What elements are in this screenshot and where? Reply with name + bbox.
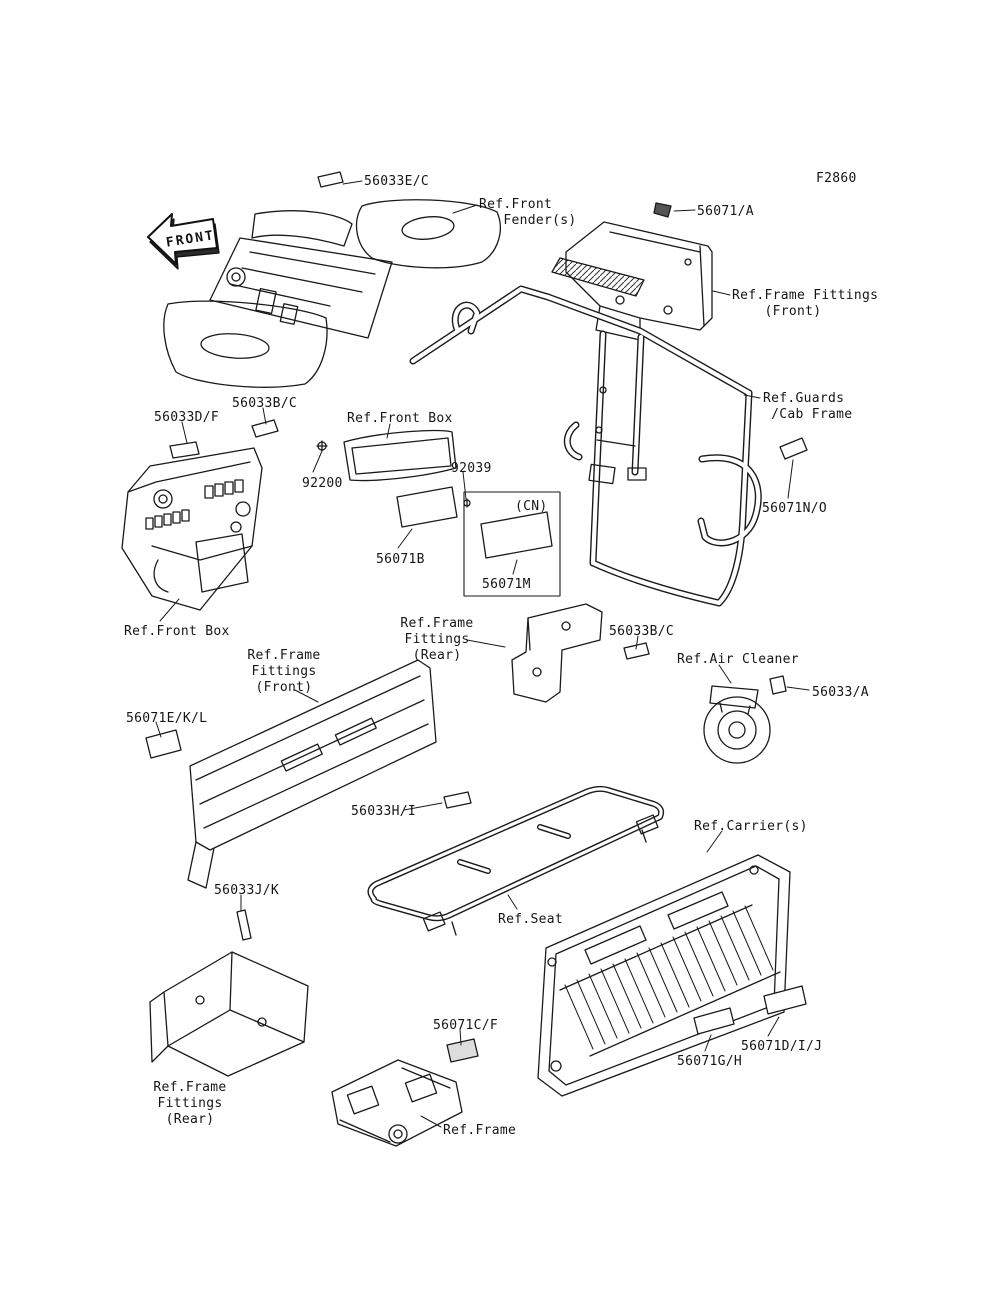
decal-56071ekl bbox=[145, 729, 182, 759]
decal-56071b bbox=[396, 486, 458, 528]
ref-guards-cab-frame-label: Ref.Guards /Cab Frame bbox=[763, 391, 853, 422]
decal-56033a bbox=[769, 675, 787, 695]
decal-56033bc-top bbox=[251, 419, 279, 438]
part-label-56071gh: 56071G/H bbox=[677, 1054, 743, 1069]
decal-56033ec bbox=[317, 171, 344, 188]
ref-air-cleaner-label: Ref.Air Cleaner bbox=[677, 652, 799, 667]
decal-56071m bbox=[480, 511, 553, 559]
part-label-56033bc-top: 56033B/C bbox=[232, 396, 298, 411]
decal-56033df bbox=[169, 441, 200, 459]
ref-frame-fittings-rear-bottom-label: Ref.Frame Fittings (Rear) bbox=[153, 1080, 227, 1127]
part-label-56033a: 56033/A bbox=[812, 685, 869, 700]
front-fender-drawing bbox=[163, 199, 501, 388]
part-label-92200: 92200 bbox=[302, 476, 343, 491]
glove-box-drawing bbox=[316, 429, 471, 508]
carrier-panel-drawing bbox=[537, 854, 791, 1097]
ref-front-box-left-label: Ref.Front Box bbox=[124, 624, 230, 639]
part-label-56071ekl: 56071E/K/L bbox=[126, 711, 208, 726]
decal-56033bc-mid bbox=[623, 642, 650, 660]
part-label-56033ec: 56033E/C bbox=[364, 174, 430, 189]
decal-chips bbox=[145, 171, 808, 1063]
part-label-56071b: 56071B bbox=[376, 552, 425, 567]
part-label-56071m: 56071M bbox=[482, 577, 531, 592]
ref-frame-fittings-front-mid-label: Ref.Frame Fittings (Front) bbox=[247, 648, 321, 695]
leader-lines bbox=[155, 180, 810, 1128]
decal-56071a bbox=[653, 202, 672, 218]
front-box-dash-drawing bbox=[121, 447, 263, 611]
frame-fittings-rear-bottom-drawing bbox=[149, 951, 309, 1077]
decal-56071gh bbox=[693, 1007, 735, 1035]
ref-front-box-top-label: Ref.Front Box bbox=[347, 411, 453, 426]
part-label-56033jk: 56033J/K bbox=[214, 883, 280, 898]
ref-carriers-label: Ref.Carrier(s) bbox=[694, 819, 808, 834]
ref-front-fender-label: Ref.Front Fender(s) bbox=[479, 197, 577, 228]
air-cleaner-drawing bbox=[703, 685, 771, 764]
ref-seat-label: Ref.Seat bbox=[498, 912, 564, 927]
part-label-56033df: 56033D/F bbox=[154, 410, 220, 425]
decal-56033jk bbox=[236, 909, 252, 941]
decal-56033hi bbox=[443, 791, 472, 809]
cab-frame-drawing bbox=[413, 289, 758, 603]
cn-variant-box bbox=[463, 491, 561, 597]
frame-fittings-rear-mid-drawing bbox=[511, 603, 603, 703]
ref-frame-fittings-rear-mid-label: Ref.Frame Fittings (Rear) bbox=[400, 616, 474, 663]
frame-fittings-front-top-drawing bbox=[551, 221, 713, 341]
cn-variant-label: (CN) bbox=[515, 499, 548, 514]
part-label-56033hi: 56033H/I bbox=[351, 804, 417, 819]
bed-side-panel-drawing bbox=[187, 659, 437, 889]
decal-56071cf bbox=[446, 1038, 479, 1063]
ref-frame-fittings-front-top-label: Ref.Frame Fittings (Front) bbox=[732, 288, 879, 319]
decal-56071no bbox=[779, 437, 808, 460]
decal-56071dij bbox=[763, 985, 807, 1015]
seat-frame-drawing bbox=[370, 789, 661, 936]
front-direction-arrow bbox=[147, 213, 220, 270]
part-label-56071a: 56071/A bbox=[697, 204, 754, 219]
ref-frame-label: Ref.Frame bbox=[443, 1123, 517, 1138]
part-label-56033bc-mid: 56033B/C bbox=[609, 624, 675, 639]
part-label-92039: 92039 bbox=[451, 461, 492, 476]
part-label-56071no: 56071N/O bbox=[762, 501, 828, 516]
part-label-56071cf: 56071C/F bbox=[433, 1018, 499, 1033]
page-code: F2860 bbox=[816, 171, 857, 186]
part-label-56071dij: 56071D/I/J bbox=[741, 1039, 823, 1054]
frame-drawing bbox=[331, 1059, 463, 1147]
